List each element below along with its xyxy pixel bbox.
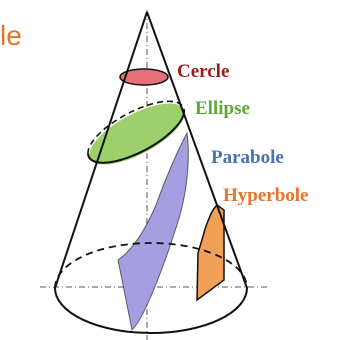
cone-left-edge [54,11,148,289]
cone-base-front [54,287,248,334]
ellipse-outline-back [87,100,185,155]
cone-base-back [54,242,248,289]
ellipse-label: Ellipse [195,98,250,119]
parabole-label: Parabole [211,147,284,168]
parabole-section [117,131,189,331]
cercle-label: Cercle [177,61,229,82]
ellipse-outline-front [87,109,186,164]
cercle-section [119,68,169,86]
ellipse-section [89,103,185,165]
hyperbole-label: Hyperbole [223,185,309,206]
cut-off-title-fragment: le [0,20,22,51]
cone-right-edge [146,11,248,289]
